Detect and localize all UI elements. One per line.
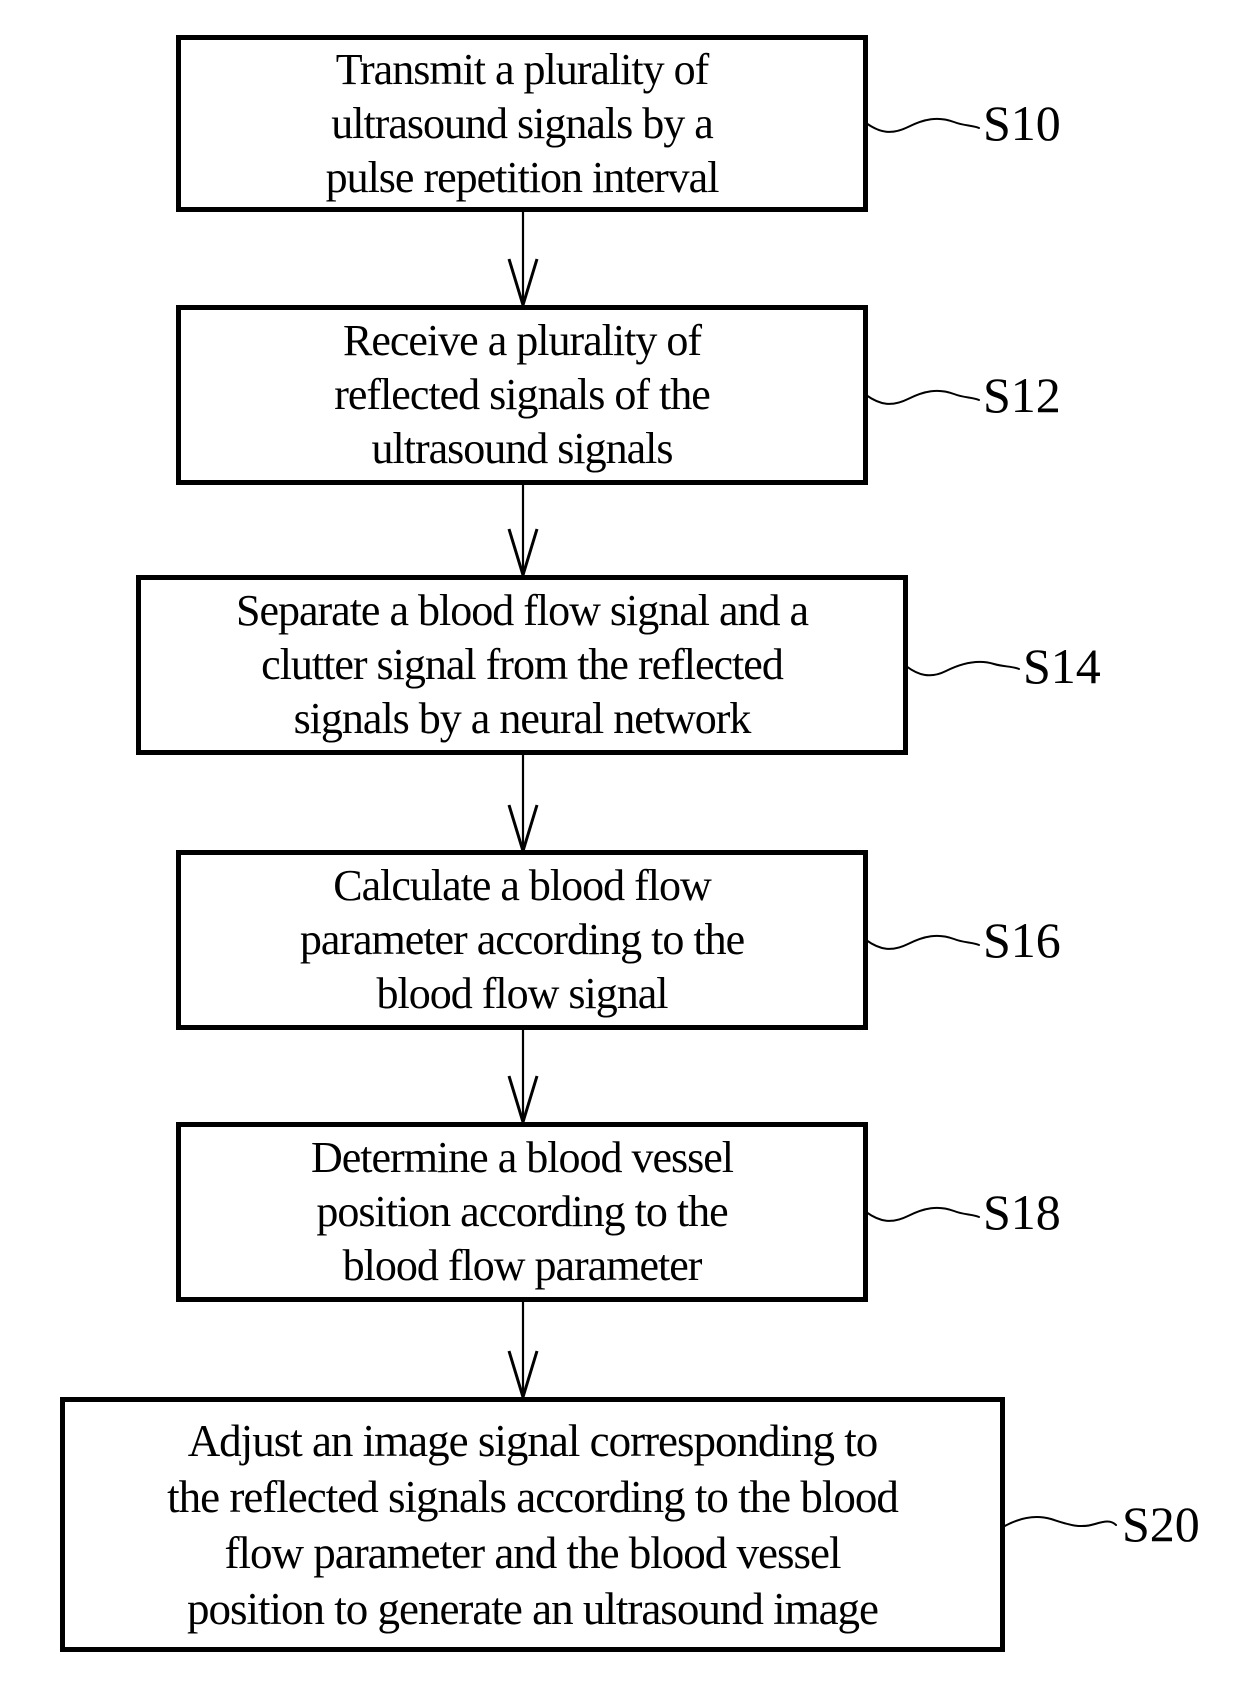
flow-step-s20: Adjust an image signal corresponding to … [60,1397,1005,1652]
flow-step-s12: Receive a plurality of reflected signals… [176,305,868,485]
step-label-s18: S18 [983,1184,1061,1240]
down-arrow-icon-3 [507,755,539,851]
leader-squiggle-s16-icon [866,934,980,950]
step-s12-text-line: ultrasound signals [371,424,674,473]
step-s20-text-line: position to generate an ultrasound image [186,1583,879,1634]
step-s20-text-line: flow parameter and the blood vessel [224,1527,841,1578]
step-s14-text-line: signals by a neural network [293,694,752,743]
step-s18-text-line: position according to the [316,1187,728,1236]
step-s18-text-line: blood flow parameter [342,1241,703,1290]
down-arrow-icon-4 [507,1030,539,1122]
step-s14-text-line: Separate a blood flow signal and a [235,586,809,635]
step-label-s14: S14 [1023,638,1101,694]
step-s12-text-line: reflected signals of the [334,370,711,419]
step-s12-text-line: Receive a plurality of [343,316,702,365]
flow-step-s14: Separate a blood flow signal and a clutt… [136,575,908,755]
leader-squiggle-s18-icon [866,1206,980,1222]
step-s16-text-line: Calculate a blood flow [333,861,712,910]
flow-step-s16: Calculate a blood flow parameter accordi… [176,850,868,1030]
leader-squiggle-s12-icon [866,389,980,405]
leader-squiggle-s14-icon [906,660,1020,677]
step-label-s12: S12 [983,367,1061,423]
step-label-s16: S16 [983,912,1061,968]
step-label-s10: S10 [983,95,1061,151]
step-label-s20: S20 [1122,1496,1200,1552]
down-arrow-icon-1 [507,212,539,305]
step-s18-text-line: Determine a blood vessel [311,1133,734,1182]
down-arrow-icon-2 [507,485,539,575]
step-s16-text-line: blood flow signal [376,969,669,1018]
down-arrow-icon-5 [507,1302,539,1397]
flow-step-s18: Determine a blood vessel position accord… [176,1122,868,1302]
step-s16-text-line: parameter according to the [299,915,745,964]
step-s20-text-line: Adjust an image signal corresponding to [187,1415,879,1466]
step-s10-text-line: Transmit a plurality of [335,44,710,94]
step-s20-text-line: the reflected signals according to the b… [167,1471,899,1522]
step-s14-text-line: clutter signal from the reflected [261,640,784,689]
leader-squiggle-s10-icon [866,117,980,133]
leader-squiggle-s20-icon [1003,1516,1117,1528]
step-s10-text-line: pulse repetition interval [325,152,720,202]
flow-step-s10: Transmit a plurality of ultrasound signa… [176,35,868,212]
step-s10-text-line: ultrasound signals by a [331,98,714,148]
